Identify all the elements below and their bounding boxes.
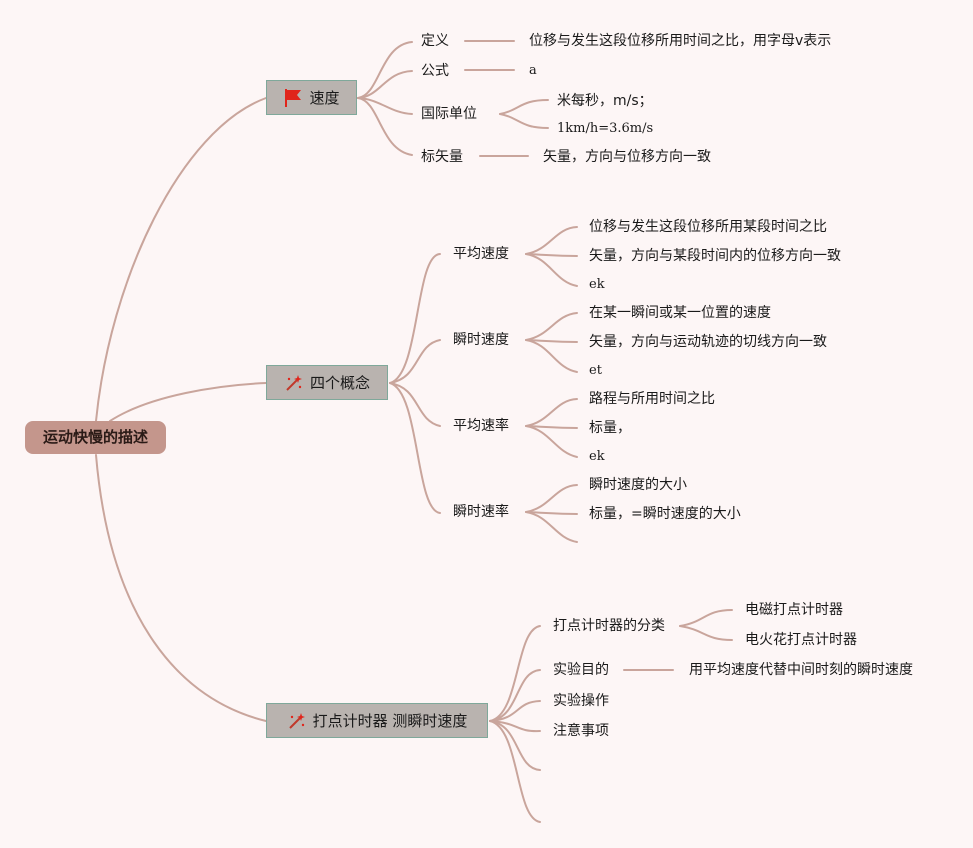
leaf-text[interactable]: 位移与发生这段位移所用时间之比，用字母v表示 [529,33,832,49]
leaf-text[interactable]: 用平均速度代替中间时刻的瞬时速度 [689,662,913,678]
subtopic-instant-speed[interactable]: 瞬时速率 [453,503,509,521]
subtopic-definition[interactable]: 定义 [421,32,449,50]
leaf-text[interactable]: 电火花打点计时器 [745,632,857,648]
subtopic-label: 实验目的 [553,662,609,678]
leaf-text[interactable]: 矢量，方向与位移方向一致 [543,149,711,165]
subtopic-label: 标矢量 [421,149,463,165]
subtopic-purpose[interactable]: 实验目的 [553,661,609,679]
magic-wand-icon [287,711,307,731]
leaf-text[interactable]: ek [589,277,605,292]
leaf-text[interactable]: 标量，=瞬时速度的大小 [589,506,741,522]
branch-four-concepts[interactable]: 四个概念 [266,365,388,400]
leaf-text[interactable]: 米每秒，m/s； [557,93,653,109]
branch-label: 打点计时器 测瞬时速度 [312,712,468,730]
leaf-text[interactable]: et [589,363,602,378]
leaf-text[interactable]: 在某一瞬间或某一位置的速度 [589,305,771,321]
red-flag-icon [283,88,303,108]
subtopic-timer-types[interactable]: 打点计时器的分类 [553,617,665,635]
subtopic-instant-velocity[interactable]: 瞬时速度 [453,331,509,349]
subtopic-formula[interactable]: 公式 [421,62,449,80]
subtopic-label: 注意事项 [553,723,609,739]
subtopic-label: 瞬时速度 [453,332,509,348]
leaf-text[interactable]: 电磁打点计时器 [745,602,843,618]
subtopic-label: 公式 [421,63,449,79]
leaf-text[interactable]: a [529,63,537,78]
branch-speed[interactable]: 速度 [266,80,357,115]
subtopic-label: 定义 [421,33,449,49]
branch-label: 四个概念 [309,374,370,392]
root-node[interactable]: 运动快慢的描述 [25,421,166,454]
branch-label: 速度 [309,89,340,107]
leaf-text[interactable]: ek [589,449,605,464]
root-label: 运动快慢的描述 [42,428,148,446]
branch-ticker-timer[interactable]: 打点计时器 测瞬时速度 [266,703,488,738]
subtopic-label: 实验操作 [553,693,609,709]
subtopic-precautions[interactable]: 注意事项 [553,722,609,740]
subtopic-si-unit[interactable]: 国际单位 [421,105,477,123]
subtopic-label: 平均速率 [453,418,509,434]
leaf-text[interactable]: 位移与发生这段位移所用某段时间之比 [589,219,827,235]
subtopic-average-velocity[interactable]: 平均速度 [453,245,509,263]
subtopic-average-speed[interactable]: 平均速率 [453,417,509,435]
subtopic-label: 打点计时器的分类 [553,618,665,634]
subtopic-scalar-vector[interactable]: 标矢量 [421,148,463,166]
leaf-text[interactable]: 标量， [589,420,631,436]
leaf-text[interactable]: 矢量，方向与某段时间内的位移方向一致 [589,248,841,264]
subtopic-procedure[interactable]: 实验操作 [553,692,609,710]
leaf-text[interactable]: 矢量，方向与运动轨迹的切线方向一致 [589,334,827,350]
leaf-text[interactable]: 瞬时速度的大小 [589,477,687,493]
subtopic-label: 国际单位 [421,106,477,122]
leaf-text[interactable]: 1km/h=3.6m/s [557,121,654,136]
subtopic-label: 平均速度 [453,246,509,262]
magic-wand-icon [284,373,304,393]
leaf-text[interactable]: 路程与所用时间之比 [589,391,715,407]
subtopic-label: 瞬时速率 [453,504,509,520]
